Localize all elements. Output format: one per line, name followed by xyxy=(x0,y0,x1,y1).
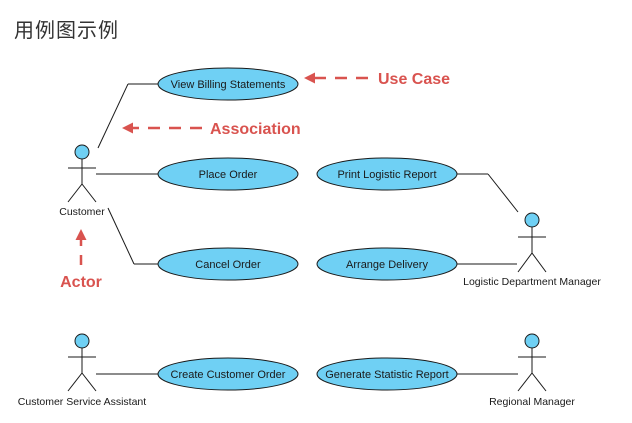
page-title: 用例图示例 xyxy=(14,18,119,42)
stick-figure-icon xyxy=(517,333,547,392)
use-case-print-logistic[interactable]: Print Logistic Report xyxy=(316,157,458,191)
stick-figure-icon xyxy=(517,212,547,273)
actor-label: Logistic Department Manager xyxy=(463,276,601,288)
association-customer-view-billing xyxy=(97,83,129,149)
use-case-label: Create Customer Order xyxy=(171,369,286,381)
actor-label: Customer xyxy=(59,206,105,218)
annotation-use-case: Use Case xyxy=(304,71,450,88)
use-case-generate-statistic[interactable]: Generate Statistic Report xyxy=(316,357,458,391)
use-case-create-customer-order[interactable]: Create Customer Order xyxy=(157,357,299,391)
annotation-label: Use Case xyxy=(378,71,450,88)
use-case-label: Cancel Order xyxy=(195,259,261,271)
actor-label: Regional Manager xyxy=(489,396,575,408)
actor-customer-service-assistant[interactable]: Customer Service Assistant xyxy=(18,333,146,408)
use-case-view-billing[interactable]: View Billing Statements xyxy=(157,67,299,101)
actor-customer[interactable]: Customer xyxy=(59,144,105,218)
annotation-association: Association xyxy=(122,121,301,138)
association-customer-cancel-order xyxy=(107,207,135,265)
use-case-label: Generate Statistic Report xyxy=(325,369,449,381)
use-case-arrange-delivery[interactable]: Arrange Delivery xyxy=(316,247,458,281)
annotation-actor: Actor xyxy=(60,229,102,291)
annotation-label: Association xyxy=(210,121,301,138)
actor-logistic-manager[interactable]: Logistic Department Manager xyxy=(463,212,601,288)
use-case-label: Print Logistic Report xyxy=(337,169,436,181)
use-case-label: Arrange Delivery xyxy=(346,259,428,271)
actor-label: Customer Service Assistant xyxy=(18,396,146,408)
actor-regional-manager[interactable]: Regional Manager xyxy=(489,333,575,408)
arrowhead-icon xyxy=(75,229,87,240)
use-case-label: View Billing Statements xyxy=(171,79,286,91)
arrowhead-icon xyxy=(122,122,133,134)
use-case-label: Place Order xyxy=(199,169,258,181)
arrowhead-icon xyxy=(304,72,315,84)
use-case-cancel-order[interactable]: Cancel Order xyxy=(157,247,299,281)
stick-figure-icon xyxy=(67,333,97,392)
annotation-label: Actor xyxy=(60,274,102,291)
use-case-place-order[interactable]: Place Order xyxy=(157,157,299,191)
stick-figure-icon xyxy=(67,144,97,203)
association-logistic-print-2 xyxy=(487,173,519,213)
